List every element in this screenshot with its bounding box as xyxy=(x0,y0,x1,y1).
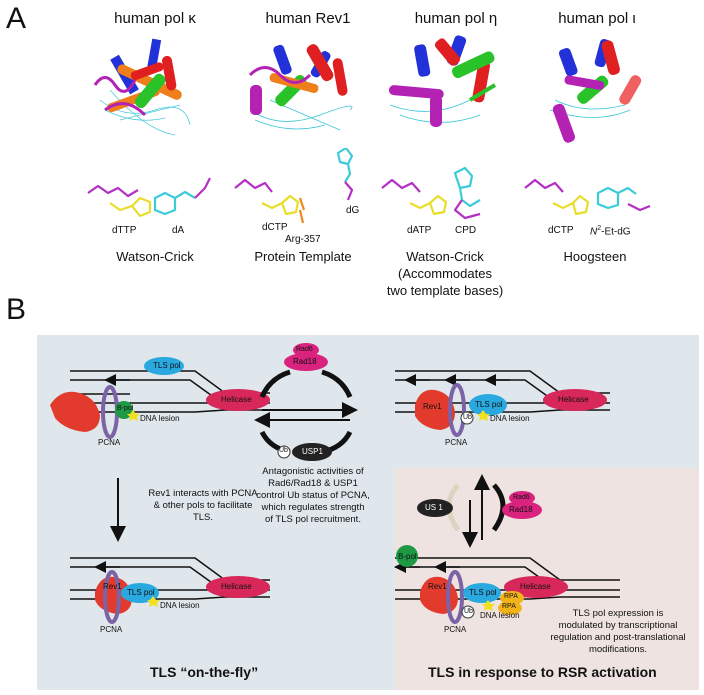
datp-cpd-pair xyxy=(381,166,481,220)
label-tls-pol-tr: TLS pol xyxy=(475,400,503,409)
lesion-star-top-right xyxy=(477,410,490,421)
structure-title-pol-kappa: human pol κ xyxy=(114,10,196,27)
label-rev1-br: Rev1 xyxy=(428,582,447,591)
title-tls-rsr: TLS in response to RSR activation xyxy=(428,664,657,680)
label-rpa-2: RPA xyxy=(502,603,516,610)
caption-watson-crick-cpd: Watson-Crick (Accommodates two template … xyxy=(386,249,504,298)
caption-hoogsteen: Hoogsteen xyxy=(563,249,627,264)
label-pcna-bl: PCNA xyxy=(100,625,123,634)
pol-kappa-structure xyxy=(93,38,191,136)
usp1-rsr xyxy=(417,499,453,517)
label-helicase-tr: Helicase xyxy=(558,395,589,404)
pcna-bottom-left xyxy=(103,570,121,624)
dctp-arg-dg-pair xyxy=(234,148,354,224)
ub-middle xyxy=(277,445,291,459)
label-datp: dATP xyxy=(407,225,432,236)
label-tls-pol-free: TLS pol xyxy=(153,361,181,370)
label-cpd: CPD xyxy=(455,225,477,236)
dctp-et-dg-pair xyxy=(524,178,651,216)
label-us1-rsr: US 1 xyxy=(425,503,443,512)
structure-title-pol-iota: human pol ι xyxy=(558,10,636,27)
panel-a-letter: A xyxy=(6,2,27,35)
label-helicase-br: Helicase xyxy=(520,582,551,591)
label-dctp-rev1: dCTP xyxy=(262,222,288,233)
tls-pol-free xyxy=(144,357,184,375)
label-arg-357: Arg-357 xyxy=(285,234,321,245)
label-rad6-rsr: Rad6 xyxy=(513,494,530,501)
pol-eta-structure xyxy=(388,35,497,127)
helicase-top-right xyxy=(543,389,607,411)
label-pcna-tl: PCNA xyxy=(98,438,121,447)
label-rev1-tr: Rev1 xyxy=(423,402,442,411)
tls-pol-bottom-left xyxy=(121,583,159,603)
label-bpol-br: B-pol xyxy=(398,552,417,561)
label-tls-pol-br: TLS pol xyxy=(469,588,497,597)
label-da: dA xyxy=(172,225,185,236)
rev1-interaction-text: Rev1 interacts with PCNA & other pols to… xyxy=(148,488,258,523)
label-tls-pol-bl: TLS pol xyxy=(127,588,155,597)
label-rad6-top: Rad6 xyxy=(296,346,313,353)
label-rad18-rsr: Rad18 xyxy=(509,505,533,514)
label-dg: dG xyxy=(346,205,360,216)
label-helicase-tl: Helicase xyxy=(221,395,252,404)
label-ub-tr: Ub xyxy=(463,414,472,421)
label-pcna-br: PCNA xyxy=(444,625,467,634)
label-ub-br: Ub xyxy=(464,608,473,615)
label-pcna-tr: PCNA xyxy=(445,438,468,447)
helicase-bottom-right xyxy=(504,576,568,598)
caption-watson-crick: Watson-Crick xyxy=(116,249,194,264)
pol-iota-structure xyxy=(549,39,642,143)
label-n2-et-dg: N2-Et-dG xyxy=(590,225,631,238)
label-dctp-iota: dCTP xyxy=(548,225,574,236)
label-usp1-middle: USP1 xyxy=(302,447,323,456)
pcna-bottom-right xyxy=(446,570,464,624)
protein-structures-graphic xyxy=(93,35,642,143)
label-dna-lesion-bl: DNA lesion xyxy=(160,601,200,610)
base-pair-structures-graphic xyxy=(87,148,651,224)
label-dna-lesion-br: DNA lesion xyxy=(480,611,520,620)
title-tls-on-the-fly: TLS “on-the-fly” xyxy=(150,664,259,680)
helicase-bottom-left xyxy=(206,576,270,598)
lesion-star-bottom-right xyxy=(482,600,495,611)
lesion-star-bottom-left xyxy=(147,596,160,607)
tls-pol-top-right xyxy=(469,394,507,416)
caption-protein-template: Protein Template xyxy=(254,249,352,264)
label-dna-lesion-tr: DNA lesion xyxy=(490,414,530,423)
helicase-top-left xyxy=(206,389,270,411)
label-dna-lesion-tl: DNA lesion xyxy=(140,414,180,423)
lesion-star-top-left xyxy=(127,410,140,421)
label-rev1-bl: Rev1 xyxy=(103,582,122,591)
pcna-top-right xyxy=(448,383,466,437)
expression-text: TLS pol expression is modulated by trans… xyxy=(550,608,686,655)
antagonistic-text: Antagonistic activities of Rad6/Rad18 & … xyxy=(256,466,370,525)
ub-top-right xyxy=(460,411,474,425)
rad18-rsr xyxy=(502,501,542,519)
panel-b-letter: B xyxy=(6,293,27,326)
structure-title-pol-eta: human pol η xyxy=(414,10,498,27)
bpol-bottom-right xyxy=(396,545,418,567)
structure-title-rev1: human Rev1 xyxy=(265,10,351,27)
label-ub-middle: Ub xyxy=(279,447,288,454)
label-rad18-top: Rad18 xyxy=(293,357,317,366)
label-helicase-bl: Helicase xyxy=(221,582,252,591)
rev1-top-right xyxy=(415,389,455,430)
rev1-top-left xyxy=(50,391,100,432)
label-dttp: dTTP xyxy=(112,225,137,236)
tls-pol-bottom-right xyxy=(463,583,501,603)
ub-bottom-right xyxy=(461,605,475,619)
rad18-top xyxy=(284,353,328,371)
dttp-da-pair xyxy=(87,177,211,218)
usp1-middle xyxy=(292,443,332,461)
rev1-structure xyxy=(248,44,353,131)
label-rpa-1: RPA xyxy=(504,593,518,600)
rpa-2 xyxy=(498,601,522,615)
label-bpol-tl: B-pol xyxy=(117,405,134,412)
